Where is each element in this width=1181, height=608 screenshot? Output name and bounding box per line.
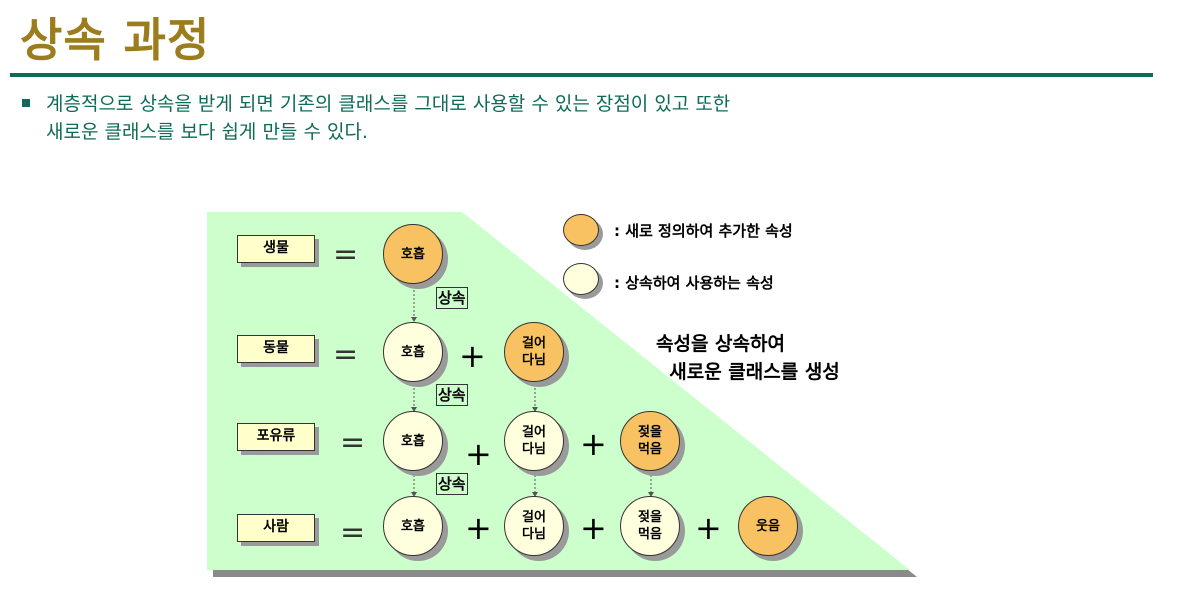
legend-new-attr-text: : 새로 정의하여 추가한 속성: [614, 222, 793, 240]
equals-sign: =: [340, 425, 366, 460]
plus-sign: +: [465, 435, 492, 473]
diagram-caption: 속성을 상속하여 새로운 클래스를 생성: [656, 333, 840, 383]
bullet-square-icon: [22, 99, 30, 107]
equals-sign: =: [333, 337, 359, 372]
class-label-human: 사람: [237, 514, 315, 542]
class-label-animal: 동물: [237, 335, 315, 363]
attr-milk: 젖을 먹음: [620, 496, 680, 556]
inherit-tag: 상속: [436, 473, 468, 495]
plus-sign: +: [465, 509, 492, 547]
attr-walk: 걸어 다님: [504, 496, 564, 556]
page-title: 상속 과정: [20, 13, 211, 67]
inherit-tag: 상속: [436, 384, 468, 406]
plus-sign: +: [580, 425, 607, 463]
legend-new-attr-icon: [563, 214, 599, 246]
attr-breathe: 호흡: [383, 322, 443, 382]
attr-breathe: 호흡: [383, 411, 443, 471]
legend-inherited-attr-text: : 상속하여 사용하는 속성: [614, 274, 774, 292]
inherit-tag: 상속: [436, 287, 468, 309]
attr-walk: 걸어 다님: [504, 411, 564, 471]
legend-inherited-attr-icon: [563, 263, 599, 295]
plus-sign: +: [695, 509, 722, 547]
plus-sign: +: [459, 337, 486, 375]
attr-milk: 젖을 먹음: [620, 411, 680, 471]
attr-walk: 걸어 다님: [504, 322, 564, 382]
title-divider: [10, 73, 1153, 77]
bullet-text: 계층적으로 상속을 받게 되면 기존의 클래스를 그대로 사용할 수 있는 장점…: [46, 93, 731, 143]
class-label-organism: 생물: [237, 235, 315, 263]
plus-sign: +: [580, 509, 607, 547]
attr-laugh: 웃음: [738, 496, 798, 556]
attr-breathe: 호흡: [383, 224, 443, 284]
equals-sign: =: [340, 515, 366, 550]
equals-sign: =: [333, 237, 359, 272]
class-label-mammal: 포유류: [237, 423, 315, 451]
attr-breathe: 호흡: [383, 496, 443, 556]
